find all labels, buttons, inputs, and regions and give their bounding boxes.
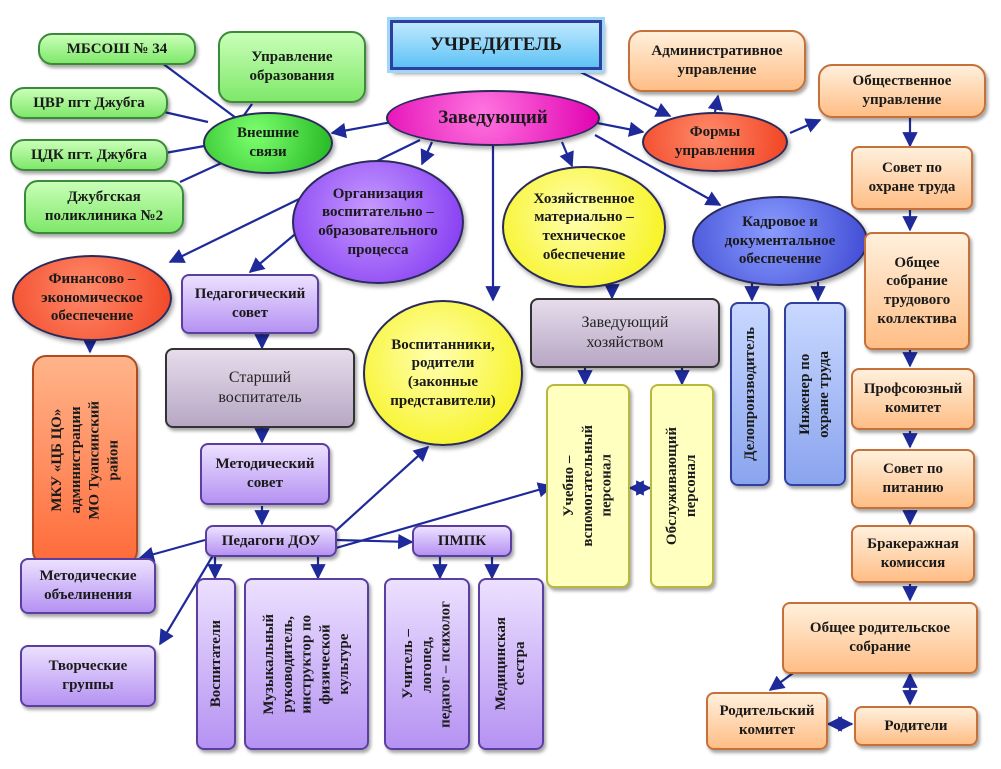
teachers-box: Педагоги ДОУ: [205, 525, 337, 557]
method-council-box: Методический совет: [200, 443, 330, 505]
educators-box: Воспитатели: [196, 578, 236, 750]
arrow-head-external: [330, 120, 393, 139]
edu-admin-label: Управление образования: [249, 49, 335, 84]
cdk-callout: ЦДК пгт. Джубга: [10, 139, 168, 171]
creative-groups-box: Творческие группы: [20, 645, 156, 707]
trade-union-label: Профсоюзный комитет: [863, 381, 963, 416]
finance-label: Финансово – экономическое обеспечение: [41, 270, 143, 325]
music-director-box: Музыкальный руководитель, инструктор по …: [244, 578, 369, 750]
parents-label: Родители: [884, 717, 948, 734]
school-label: МБСОШ № 34: [66, 40, 168, 57]
creative-groups-label: Творческие группы: [48, 658, 128, 693]
method-unions-box: Методические объелинения: [20, 558, 156, 614]
parents-box: Родители: [854, 706, 978, 746]
arrow-head-org: [420, 141, 435, 166]
economic-label: Хозяйственное материально – техническое …: [533, 190, 635, 263]
head-economy-box: Заведующий хозяйством: [530, 298, 720, 368]
educators-label: Воспитатели: [207, 620, 224, 708]
support-staff-box: Учебно – вспомогательный персонал: [546, 384, 630, 588]
mku-label: МКУ «ЦБ ЦО» администрации МО Туапсинский…: [48, 400, 121, 520]
head-label: Заведующий: [438, 107, 548, 129]
clerk-label: Делопроизводитель: [741, 327, 758, 461]
arrow-head-economic: [559, 141, 574, 168]
service-staff-label: Обслуживающий персонал: [664, 426, 699, 546]
clinic-label: Джубгская поликлиника №2: [44, 189, 164, 224]
music-director-label: Музыкальный руководитель, инструктор по …: [260, 613, 352, 715]
founder-label: УЧРЕДИТЕЛЬ: [430, 34, 562, 56]
external-relations-label: Внешние связи: [237, 125, 299, 160]
speech-therapist-label: Учитель – логопед, педагог – психолог: [399, 600, 454, 728]
teachers-label: Педагоги ДОУ: [221, 532, 321, 549]
pupils-parents-label: Воспитанники, родители (законные предста…: [390, 336, 496, 409]
labor-safety-council-box: Совет по охране труда: [851, 146, 973, 210]
finance-ellipse: Финансово – экономическое обеспечение: [12, 255, 172, 341]
nutrition-council-label: Совет по питанию: [882, 461, 944, 496]
public-gov-callout: Общественное управление: [818, 64, 986, 118]
head-economy-label: Заведующий хозяйством: [581, 314, 669, 351]
org-process-ellipse: Организация воспитательно – образователь…: [292, 160, 464, 284]
ped-council-label: Педагогический совет: [194, 286, 306, 321]
parents-meeting-box: Общее родительское собрание: [782, 602, 978, 674]
service-staff-box: Обслуживающий персонал: [650, 384, 714, 588]
nutrition-council-box: Совет по питанию: [851, 449, 975, 509]
cdk-label: ЦДК пгт. Джубга: [30, 146, 148, 163]
safety-engineer-label: Инженер по охране труда: [797, 350, 832, 438]
rejection-commission-label: Бракеражная комиссия: [867, 536, 959, 571]
governance-forms-ellipse: Формы управления: [642, 112, 788, 172]
general-assembly-label: Общее собрание трудового коллектива: [877, 254, 957, 327]
parents-meeting-label: Общее родительское собрание: [809, 620, 951, 655]
personnel-ellipse: Кадровое и документальное обеспечение: [692, 196, 868, 286]
safety-engineer-box: Инженер по охране труда: [784, 302, 846, 486]
pmpk-label: ПМПК: [437, 532, 487, 549]
trade-union-box: Профсоюзный комитет: [851, 368, 975, 430]
cvr-label: ЦВР пгт Джубга: [33, 94, 145, 111]
arrow-head-forms: [591, 120, 645, 137]
parents-committee-label: Родительский комитет: [719, 703, 815, 738]
arrow-founder-forms: [559, 61, 672, 117]
method-council-label: Методический совет: [215, 456, 315, 491]
arrow-head-personnel: [594, 134, 722, 206]
clinic-callout: Джубгская поликлиника №2: [24, 180, 184, 234]
labor-safety-council-label: Совет по охране труда: [868, 160, 956, 195]
support-staff-label: Учебно – вспомогательный персонал: [560, 425, 615, 547]
school-callout: МБСОШ № 34: [38, 33, 196, 65]
speech-therapist-box: Учитель – логопед, педагог – психолог: [384, 578, 470, 750]
founder-box: УЧРЕДИТЕЛЬ: [390, 20, 602, 70]
org-process-label: Организация воспитательно – образователь…: [318, 185, 438, 258]
public-gov-label: Общественное управление: [852, 73, 952, 108]
governance-forms-label: Формы управления: [674, 124, 756, 159]
edu-admin-callout: Управление образования: [218, 31, 366, 103]
economic-ellipse: Хозяйственное материально – техническое …: [502, 166, 666, 288]
administrative-label: Административное управление: [651, 43, 783, 78]
nurse-box: Медицинская сестра: [478, 578, 544, 750]
pupils-parents-ellipse: Воспитанники, родители (законные предста…: [363, 300, 523, 446]
administrative-callout: Административное управление: [628, 30, 806, 92]
clerk-box: Делопроизводитель: [730, 302, 770, 486]
ped-council-box: Педагогический совет: [181, 274, 319, 334]
cvr-callout: ЦВР пгт Джубга: [10, 87, 168, 119]
personnel-label: Кадровое и документальное обеспечение: [724, 213, 836, 268]
parents-committee-box: Родительский комитет: [706, 692, 828, 750]
nurse-label: Медицинская сестра: [493, 617, 528, 711]
external-relations-ellipse: Внешние связи: [203, 112, 333, 174]
senior-teacher-box: Старший воспитатель: [165, 348, 355, 428]
rejection-commission-box: Бракеражная комиссия: [851, 525, 975, 583]
method-unions-label: Методические объелинения: [39, 568, 137, 603]
pmpk-box: ПМПК: [412, 525, 512, 557]
senior-teacher-label: Старший воспитатель: [218, 369, 302, 406]
head-ellipse: Заведующий: [386, 90, 600, 146]
general-assembly-box: Общее собрание трудового коллектива: [864, 232, 970, 350]
mku-box: МКУ «ЦБ ЦО» администрации МО Туапсинский…: [32, 355, 138, 565]
